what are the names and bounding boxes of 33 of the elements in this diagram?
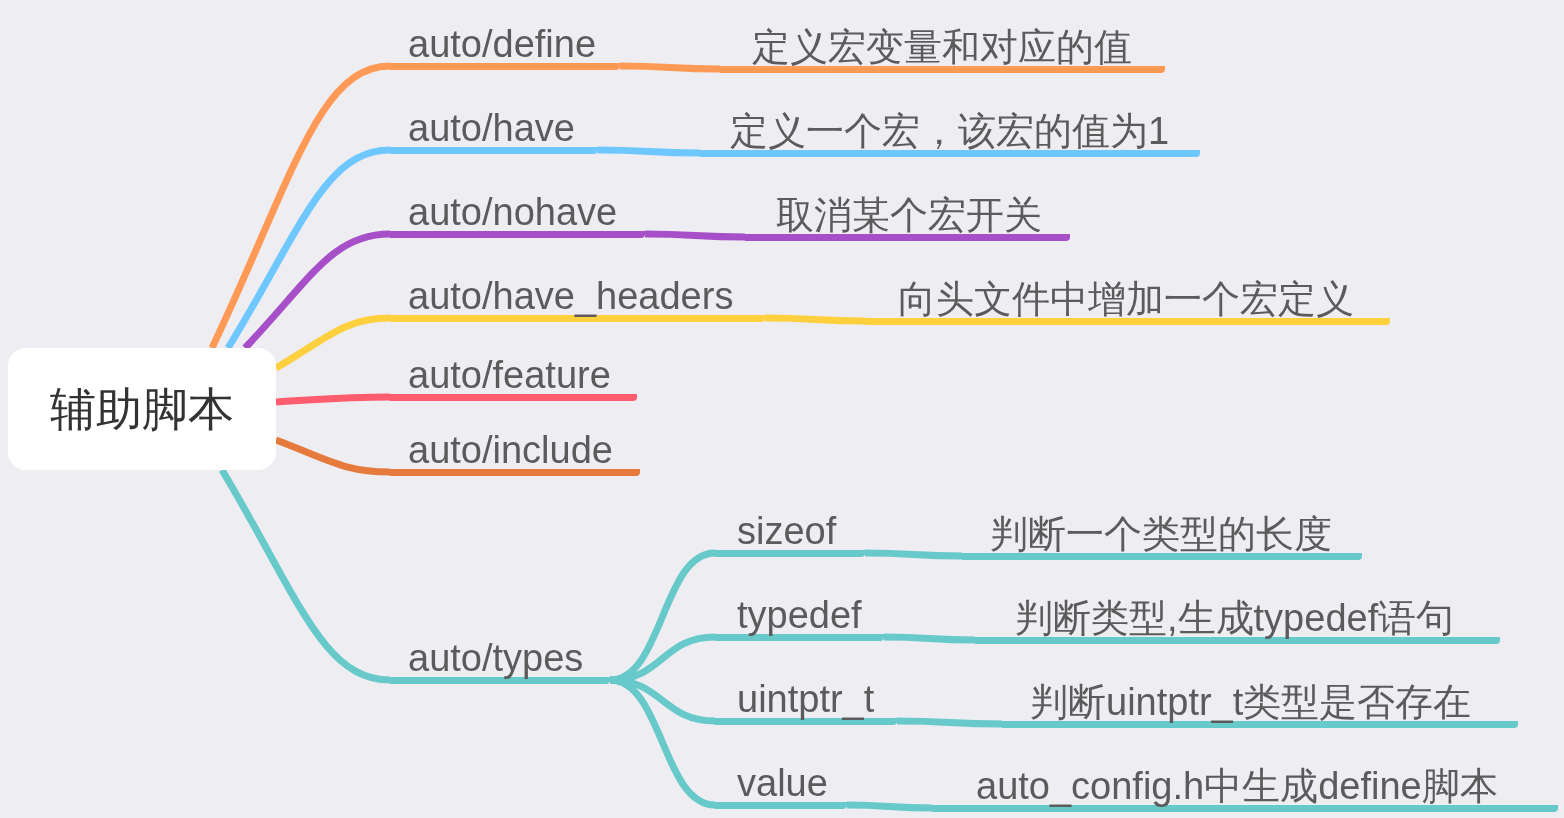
topic-label: auto/include [390,430,640,476]
branch-line [609,676,716,809]
branch-line [242,230,391,351]
branch-line [274,314,391,371]
topic-label: 定义宏变量和对应的值 [720,27,1165,73]
topic-label: value [715,763,847,809]
central-topic: 辅助脚本 [8,348,276,470]
topic-label: auto/have_headers [390,276,765,322]
branch-line [218,468,391,684]
topic-label: sizeof [715,511,865,557]
topic-label: auto/have [390,108,598,154]
topic-label: 向头文件中增加一个宏定义 [865,279,1390,325]
topic-label: 定义一个宏，该宏的值为1 [700,111,1200,157]
branch-line [619,62,721,73]
topic-label: auto/define [390,24,620,70]
branch-line [225,146,391,350]
topic-label: uintptr_t [715,679,897,725]
topic-label: typedef [715,595,884,641]
topic-label: auto/types [390,638,610,684]
branch-line [764,314,866,325]
topic-label: auto/nohave [390,192,645,238]
topic-label: 判断uintptr_t类型是否存在 [1002,682,1518,728]
topic-label: auto_config.h中生成define脚本 [932,766,1558,812]
topic-label: 判断一个类型的长度 [962,514,1362,560]
branch-line [864,549,963,560]
branch-line [846,801,933,812]
topic-label: 判断类型,生成typedef语句 [975,598,1500,644]
branch-line [274,436,391,476]
branch-line [208,62,391,350]
branch-line [883,633,976,644]
topic-label: auto/feature [390,355,637,401]
topic-label: 取消某个宏开关 [745,195,1070,241]
branch-line [644,230,746,241]
